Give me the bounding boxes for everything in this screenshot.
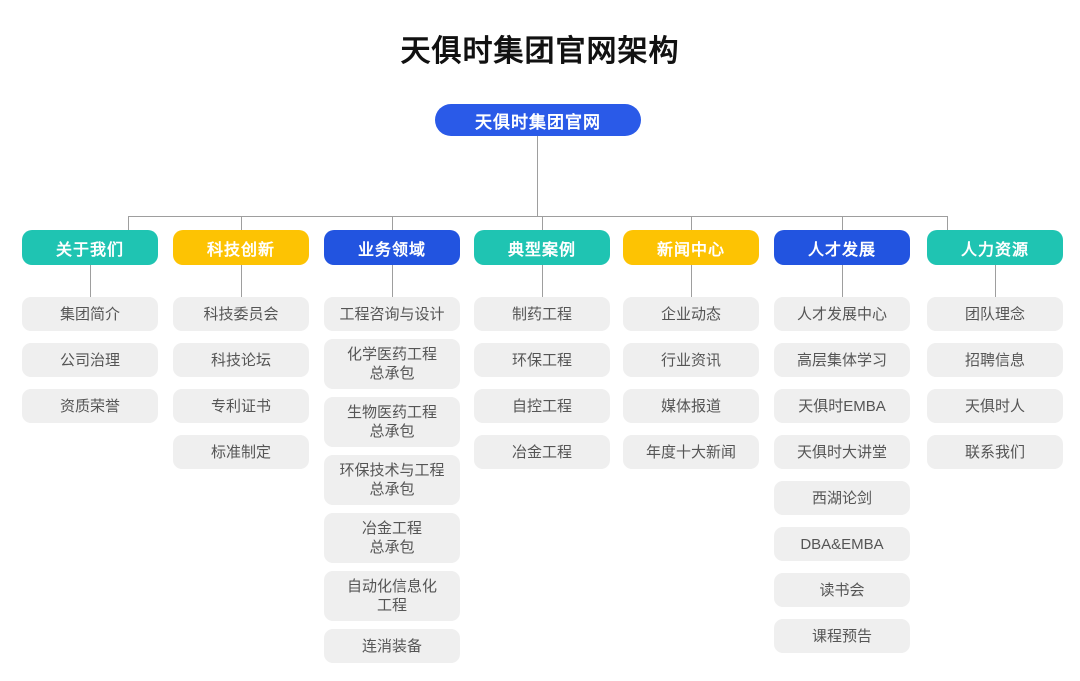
node-item: 生物医药工程 总承包 xyxy=(324,397,460,447)
node-item: 科技论坛 xyxy=(173,343,309,377)
node-item: 冶金工程 总承包 xyxy=(324,513,460,563)
branch-header: 典型案例 xyxy=(474,230,610,265)
connector-line xyxy=(241,265,242,297)
branch-column: 关于我们集团简介公司治理资质荣誉 xyxy=(22,230,158,423)
branch-header: 新闻中心 xyxy=(623,230,759,265)
connector-line xyxy=(542,265,543,297)
node-item: 专利证书 xyxy=(173,389,309,423)
node-item: 团队理念 xyxy=(927,297,1063,331)
node-item: 化学医药工程 总承包 xyxy=(324,339,460,389)
connector-line xyxy=(842,216,843,230)
node-item: 企业动态 xyxy=(623,297,759,331)
connector-line xyxy=(241,216,242,230)
node-item: 天俱时人 xyxy=(927,389,1063,423)
node-item: 联系我们 xyxy=(927,435,1063,469)
node-item: 冶金工程 xyxy=(474,435,610,469)
connector-line xyxy=(691,216,692,230)
node-item: 年度十大新闻 xyxy=(623,435,759,469)
connector-line xyxy=(691,265,692,297)
branch-column: 科技创新科技委员会科技论坛专利证书标准制定 xyxy=(173,230,309,469)
node-item: 天俱时EMBA xyxy=(774,389,910,423)
connector-line xyxy=(542,216,543,230)
node-item: 科技委员会 xyxy=(173,297,309,331)
root-node: 天俱时集团官网 xyxy=(435,104,641,136)
node-item: 自动化信息化 工程 xyxy=(324,571,460,621)
branch-column: 人力资源团队理念招聘信息天俱时人联系我们 xyxy=(927,230,1063,469)
node-item: 连消装备 xyxy=(324,629,460,663)
branch-header: 业务领域 xyxy=(324,230,460,265)
branch-column: 人才发展人才发展中心高层集体学习天俱时EMBA 天俱时大讲堂西湖论剑 DBA&EMB… xyxy=(774,230,910,653)
branch-column: 业务领域工程咨询与设计化学医药工程 总承包生物医药工程 总承包环保技术与工程 总… xyxy=(324,230,460,663)
node-item: 自控工程 xyxy=(474,389,610,423)
connector-line xyxy=(842,265,843,297)
node-item: 高层集体学习 xyxy=(774,343,910,377)
connector-line xyxy=(995,265,996,297)
page-title: 天俱时集团官网架构 xyxy=(400,35,680,68)
connector-line xyxy=(537,136,538,216)
branch-header: 人才发展 xyxy=(774,230,910,265)
node-item: 媒体报道 xyxy=(623,389,759,423)
node-item: 工程咨询与设计 xyxy=(324,297,460,331)
node-item: 西湖论剑 xyxy=(774,481,910,515)
node-item: 行业资讯 xyxy=(623,343,759,377)
connector-line xyxy=(90,265,91,297)
connector-line xyxy=(128,216,129,230)
connector-line xyxy=(392,265,393,297)
node-item: DBA&EMBA xyxy=(774,527,910,561)
branch-column: 新闻中心企业动态行业资讯媒体报道年度十大新闻 xyxy=(623,230,759,469)
node-item: 招聘信息 xyxy=(927,343,1063,377)
node-item: 课程预告 xyxy=(774,619,910,653)
node-item: 制药工程 xyxy=(474,297,610,331)
node-item: 公司治理 xyxy=(22,343,158,377)
node-item: 环保工程 xyxy=(474,343,610,377)
node-item: 标准制定 xyxy=(173,435,309,469)
node-item: 环保技术与工程 总承包 xyxy=(324,455,460,505)
connector-line xyxy=(128,216,948,217)
node-item: 天俱时大讲堂 xyxy=(774,435,910,469)
branch-header: 科技创新 xyxy=(173,230,309,265)
node-item: 读书会 xyxy=(774,573,910,607)
branch-column: 典型案例制药工程环保工程自控工程冶金工程 xyxy=(474,230,610,469)
node-item: 人才发展中心 xyxy=(774,297,910,331)
connector-line xyxy=(392,216,393,230)
node-item: 资质荣誉 xyxy=(22,389,158,423)
connector-line xyxy=(947,216,948,230)
branch-header: 关于我们 xyxy=(22,230,158,265)
node-item: 集团简介 xyxy=(22,297,158,331)
branch-header: 人力资源 xyxy=(927,230,1063,265)
